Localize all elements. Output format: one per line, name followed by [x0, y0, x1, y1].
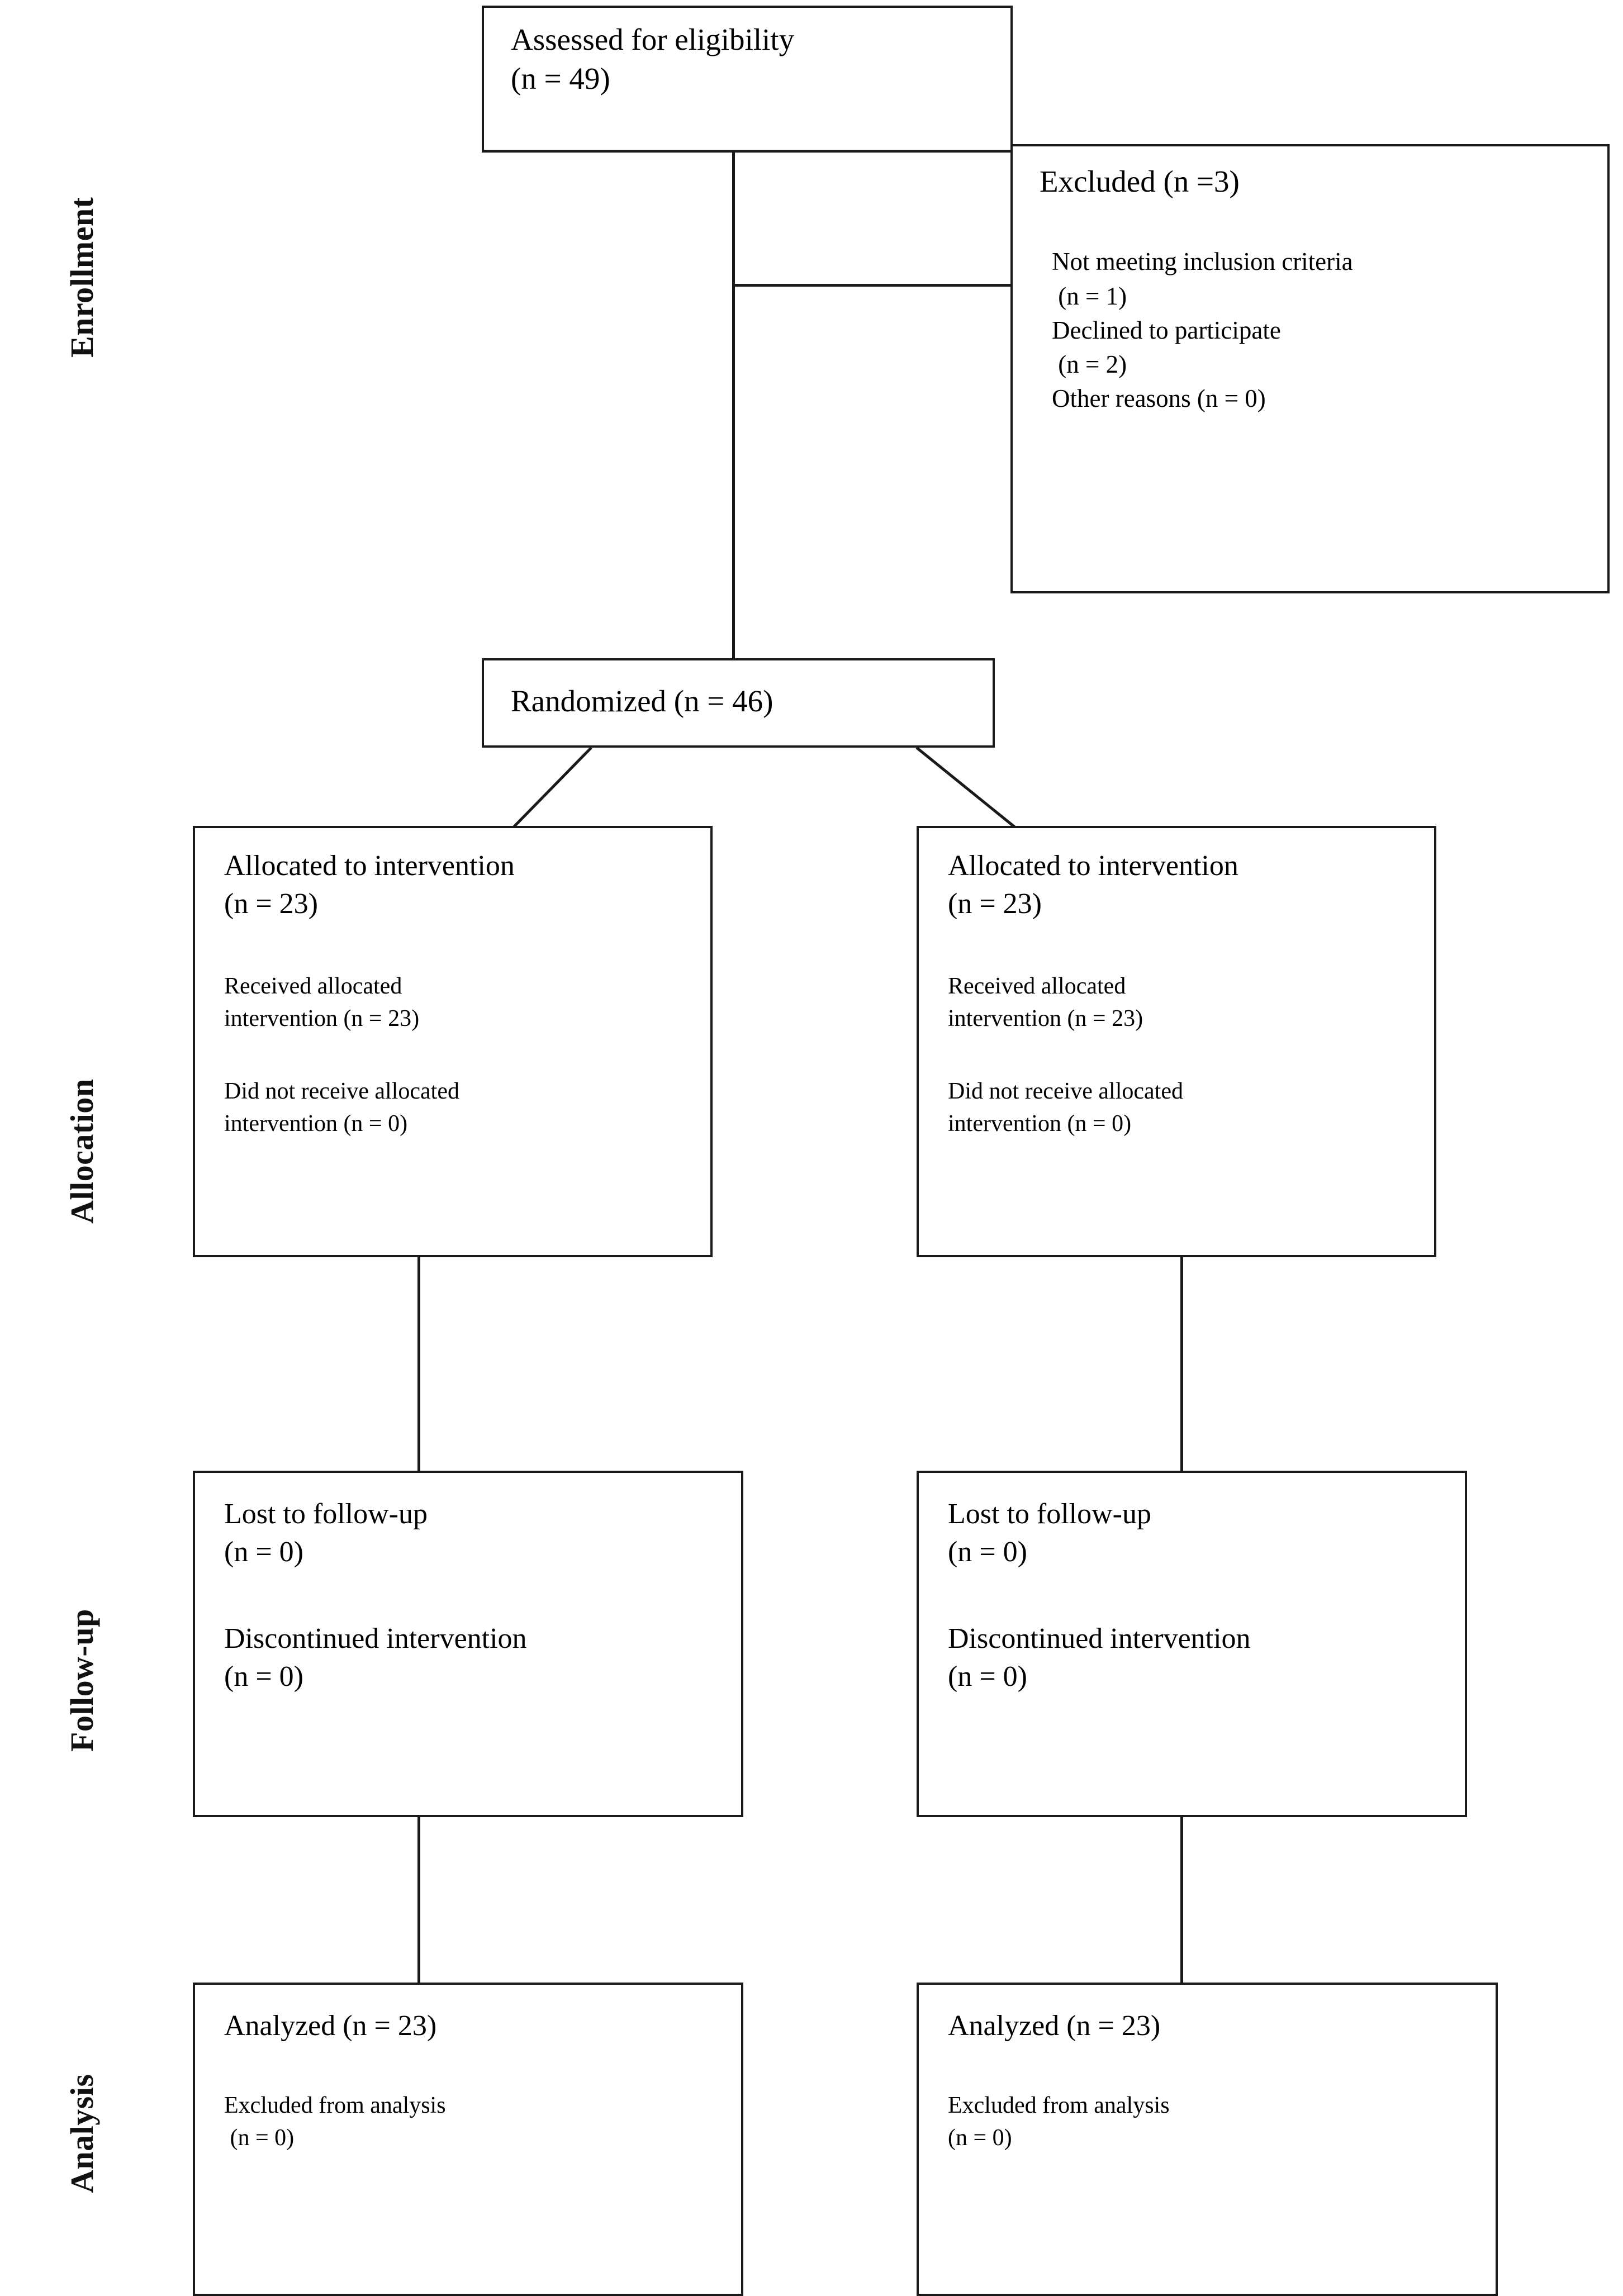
spacer [1040, 201, 1607, 245]
node-followup-left: Lost to follow-up (n = 0) Discontinued i… [193, 1471, 743, 1817]
followup-right-lost-line2: (n = 0) [948, 1536, 1027, 1568]
spacer [948, 1571, 1465, 1620]
allocated-left-received-line1: Received allocated [224, 973, 402, 1000]
node-allocated-left: Allocated to intervention (n = 23) Recei… [193, 826, 713, 1257]
node-followup-right: Lost to follow-up (n = 0) Discontinued i… [917, 1471, 1467, 1817]
spacer [948, 1035, 1434, 1076]
connector-allocation-right-to-followup-right [1180, 1256, 1183, 1474]
followup-left-disc-line1: Discontinued intervention [224, 1623, 527, 1655]
analysis-right-excluded-line1: Excluded from analysis [948, 2092, 1170, 2118]
spacer [948, 2045, 1496, 2090]
stage-label-followup: Follow-up [64, 1609, 100, 1752]
allocated-left-received-line2: intervention (n = 23) [224, 1006, 420, 1032]
analysis-right-excluded-line2: (n = 0) [948, 2124, 1012, 2151]
excluded-reason-3-label: Other reasons (n = 0) [1052, 384, 1266, 413]
node-allocated-right: Allocated to intervention (n = 23) Recei… [917, 826, 1436, 1257]
connector-allocation-left-to-followup-left [417, 1256, 420, 1474]
allocated-left-title: Allocated to intervention [224, 850, 515, 882]
node-assessed-for-eligibility: Assessed for eligibility (n = 49) [482, 6, 1013, 152]
followup-right-disc-line1: Discontinued intervention [948, 1623, 1251, 1655]
connector-followup-right-to-analysis-right [1180, 1815, 1183, 1983]
analysis-right-analyzed: Analyzed (n = 23) [948, 2010, 1161, 2042]
node-excluded: Excluded (n =3) Not meeting inclusion cr… [1010, 144, 1610, 593]
excluded-reason-1-label: Not meeting inclusion criteria [1052, 248, 1353, 276]
allocated-left-notreceived-line1: Did not receive allocated [224, 1078, 459, 1105]
allocated-right-received-line1: Received allocated [948, 973, 1126, 1000]
randomized-text: Randomized (n = 46) [511, 684, 773, 718]
allocated-right-notreceived-line1: Did not receive allocated [948, 1078, 1183, 1105]
spacer [224, 923, 710, 971]
followup-left-disc-line2: (n = 0) [224, 1660, 303, 1693]
allocated-right-count: (n = 23) [948, 887, 1042, 920]
followup-right-disc-line2: (n = 0) [948, 1660, 1027, 1693]
excluded-reason-1-count: (n = 1) [1052, 282, 1127, 310]
connector-followup-left-to-analysis-left [417, 1815, 420, 1983]
node-randomized: Randomized (n = 46) [482, 658, 995, 748]
allocated-left-notreceived-line2: intervention (n = 0) [224, 1111, 408, 1137]
followup-left-lost-line2: (n = 0) [224, 1536, 303, 1568]
analysis-left-analyzed: Analyzed (n = 23) [224, 2010, 437, 2042]
node-analysis-right: Analyzed (n = 23) Excluded from analysis… [917, 1983, 1498, 2296]
allocated-right-received-line2: intervention (n = 23) [948, 1006, 1143, 1032]
stage-label-analysis: Analysis [64, 2074, 100, 2193]
spacer [224, 2045, 741, 2090]
excluded-reason-2-count: (n = 2) [1052, 350, 1127, 378]
allocated-right-notreceived-line2: intervention (n = 0) [948, 1111, 1132, 1137]
spacer [224, 1571, 741, 1620]
analysis-left-excluded-line2: (n = 0) [224, 2124, 295, 2151]
excluded-reason-2-label: Declined to participate [1052, 316, 1281, 344]
excluded-heading: Excluded (n =3) [1040, 164, 1240, 198]
connector-trunk-to-excluded [732, 284, 1013, 287]
spacer [948, 923, 1434, 971]
allocated-right-title: Allocated to intervention [948, 850, 1238, 882]
analysis-left-excluded-line1: Excluded from analysis [224, 2092, 446, 2118]
node-analysis-left: Analyzed (n = 23) Excluded from analysis… [193, 1983, 743, 2296]
allocated-left-count: (n = 23) [224, 887, 318, 920]
stage-label-enrollment: Enrollment [64, 197, 100, 358]
followup-left-lost-line1: Lost to follow-up [224, 1498, 428, 1530]
stage-label-allocation: Allocation [64, 1078, 100, 1224]
spacer [224, 1035, 710, 1076]
connector-assessed-to-randomized [732, 66, 735, 659]
followup-right-lost-line1: Lost to follow-up [948, 1498, 1151, 1530]
assessed-count: (n = 49) [511, 61, 610, 96]
assessed-title: Assessed for eligibility [511, 22, 795, 56]
